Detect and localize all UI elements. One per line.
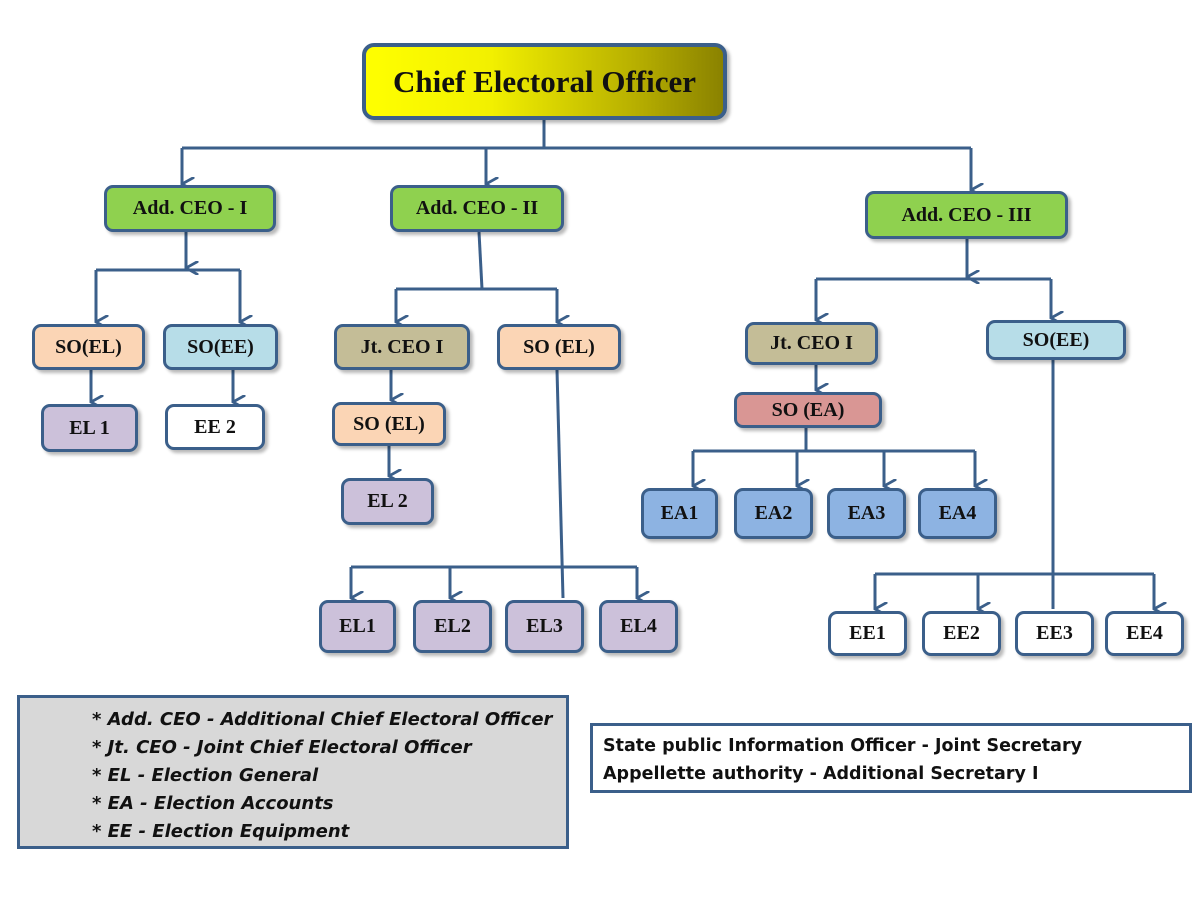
node-el-2: EL 2: [341, 478, 434, 525]
legend-item: * EL - Election General: [92, 765, 319, 786]
node-ea4: EA4: [918, 488, 997, 539]
legend-item: * EA - Election Accounts: [92, 793, 334, 814]
node-add-ceo-3: Add. CEO - III: [865, 191, 1068, 239]
legend-item: * Add. CEO - Additional Chief Electoral …: [92, 709, 553, 730]
node-ee2: EE2: [922, 611, 1001, 656]
info-box: State public Information Officer - Joint…: [590, 723, 1192, 793]
node-chief-electoral-officer: Chief Electoral Officer: [362, 43, 727, 120]
node-el2: EL2: [413, 600, 492, 653]
node-ea2: EA2: [734, 488, 813, 539]
node-ea3: EA3: [827, 488, 906, 539]
node-el4: EL4: [599, 600, 678, 653]
node-ee4: EE4: [1105, 611, 1184, 656]
connector: [555, 369, 565, 599]
node-ee-2: EE 2: [165, 404, 265, 450]
node-so-el: SO (EL): [332, 402, 446, 446]
legend-box: * Add. CEO - Additional Chief Electoral …: [17, 695, 569, 849]
legend-item: * Jt. CEO - Joint Chief Electoral Office…: [92, 737, 472, 758]
node-el1: EL1: [319, 600, 396, 653]
node-el3: EL3: [505, 600, 584, 653]
node-el-1: EL 1: [41, 404, 138, 452]
legend-item: * EE - Election Equipment: [92, 821, 350, 842]
node-add-ceo-1: Add. CEO - I: [104, 185, 276, 232]
node-ee3: EE3: [1015, 611, 1094, 656]
node-so-el: SO (EL): [497, 324, 621, 370]
node-ea1: EA1: [641, 488, 718, 539]
node-so-ee: SO(EE): [986, 320, 1126, 360]
info-line: Appellette authority - Additional Secret…: [603, 764, 1039, 784]
node-jt-ceo-1: Jt. CEO I: [334, 324, 470, 370]
node-ee1: EE1: [828, 611, 907, 656]
info-line: State public Information Officer - Joint…: [603, 736, 1083, 756]
connector: [477, 231, 484, 290]
node-so-el: SO(EL): [32, 324, 145, 370]
node-add-ceo-2: Add. CEO - II: [390, 185, 564, 232]
node-so-ea: SO (EA): [734, 392, 882, 428]
node-jt-ceo-1: Jt. CEO I: [745, 322, 878, 365]
node-so-ee: SO(EE): [163, 324, 278, 370]
